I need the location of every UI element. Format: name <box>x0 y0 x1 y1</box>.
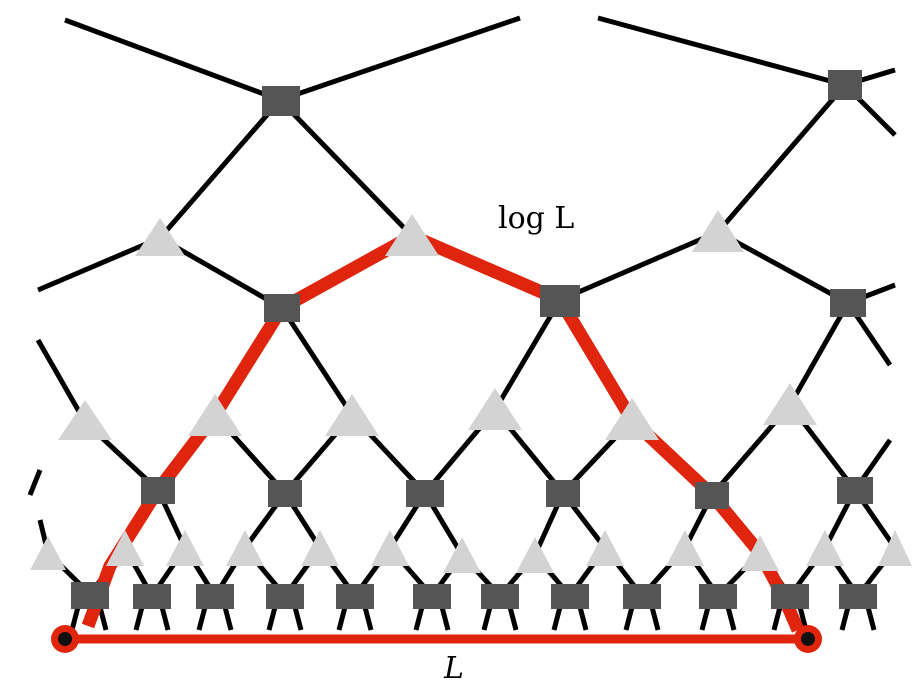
square-node <box>264 294 300 322</box>
triangle-node <box>166 530 204 566</box>
triangle-node <box>226 530 264 566</box>
triangle-node <box>385 214 439 256</box>
square-node <box>413 584 451 609</box>
square-node <box>336 584 374 609</box>
triangle-node <box>741 535 779 571</box>
depth-label: log L <box>498 201 574 236</box>
triangle-node <box>878 530 912 566</box>
triangle-node <box>188 394 242 436</box>
square-node <box>268 480 302 507</box>
triangle-node <box>301 530 339 566</box>
triangle-node <box>666 530 704 566</box>
square-node <box>540 285 580 317</box>
square-node <box>196 584 234 609</box>
square-node <box>771 584 809 609</box>
square-node <box>839 584 877 609</box>
square-node <box>546 480 580 507</box>
square-node <box>828 70 862 100</box>
triangle-node <box>30 536 66 570</box>
square-node <box>266 584 304 609</box>
square-node <box>699 584 737 609</box>
square-node <box>262 86 300 116</box>
triangle-node <box>586 530 624 566</box>
triangle-node <box>806 530 844 566</box>
triangle-node <box>468 388 522 430</box>
endpoint-left-core <box>58 632 72 646</box>
square-node <box>695 482 729 509</box>
triangle-node <box>58 400 112 440</box>
square-node <box>141 477 175 504</box>
square-node <box>406 480 444 507</box>
square-node <box>481 584 519 609</box>
triangle-node <box>325 394 379 436</box>
endpoint-right-core <box>801 632 815 646</box>
square-node <box>551 584 589 609</box>
distance-bar <box>51 625 822 653</box>
triangle-node <box>763 383 817 425</box>
triangle-node <box>106 530 144 566</box>
square-node <box>837 477 873 504</box>
path-left-branch <box>81 230 416 629</box>
triangle-node <box>371 530 409 566</box>
square-node <box>133 584 171 609</box>
triangle-node <box>605 398 659 440</box>
square-node <box>623 584 661 609</box>
triangle-node <box>692 210 744 252</box>
triangle-node <box>443 537 481 573</box>
distance-label: L <box>443 651 464 684</box>
triangle-node <box>516 537 554 573</box>
square-node <box>830 289 866 317</box>
triangle-node <box>135 218 185 256</box>
square-nodes <box>71 70 877 609</box>
square-node <box>71 582 109 609</box>
triangle-nodes <box>30 210 912 573</box>
